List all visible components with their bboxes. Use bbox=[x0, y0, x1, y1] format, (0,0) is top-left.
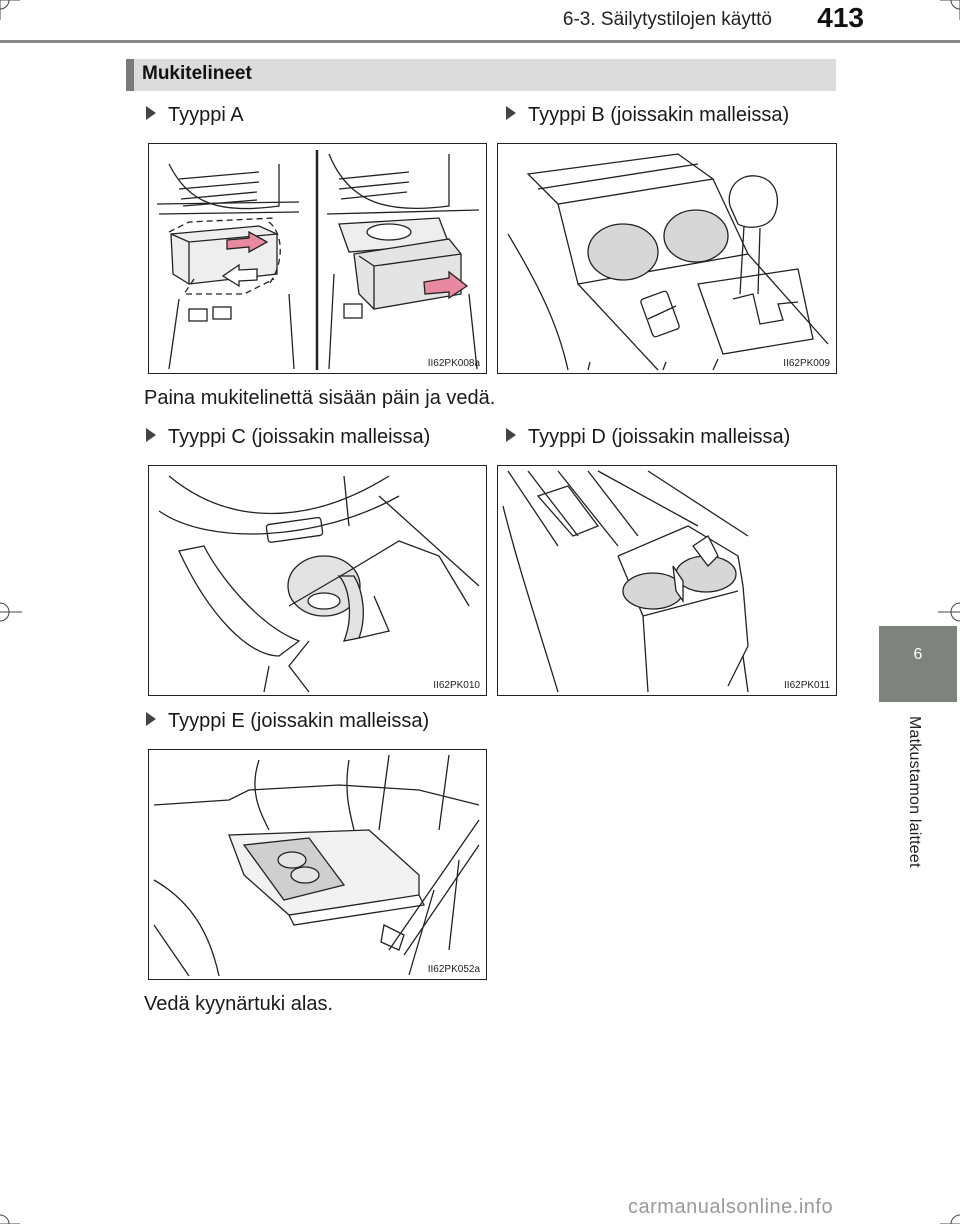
figure-code-b: II62PK009 bbox=[783, 358, 830, 369]
instruction-type-e: Vedä kyynärtuki alas. bbox=[144, 993, 333, 1015]
section-heading-bar: Mukitelineet bbox=[126, 59, 836, 91]
chapter-number: 6 bbox=[913, 646, 923, 663]
page-number: 413 bbox=[817, 2, 864, 33]
figure-code-e: II62PK052a bbox=[427, 964, 480, 975]
chapter-title: Matkustamon laitteet bbox=[906, 716, 923, 868]
type-a-label: Tyyppi A bbox=[146, 104, 244, 127]
type-e-label: Tyyppi E (joissakin malleissa) bbox=[146, 710, 429, 733]
crop-mark-bottom-right bbox=[940, 1214, 960, 1224]
figure-type-b: II62PK009 bbox=[497, 143, 837, 374]
figure-code-c: II62PK010 bbox=[433, 680, 480, 691]
figure-type-d: II62PK011 bbox=[497, 465, 837, 696]
header-section-title: 6-3. Säilytystilojen käyttö bbox=[562, 9, 772, 30]
figure-code-a: II62PK008a bbox=[427, 358, 480, 369]
bullet-triangle-icon bbox=[506, 106, 516, 120]
bullet-triangle-icon bbox=[146, 712, 156, 726]
crop-mark-mid-left bbox=[0, 602, 22, 622]
figure-type-c: II62PK010 bbox=[148, 465, 487, 696]
type-c-label: Tyyppi C (joissakin malleissa) bbox=[146, 426, 430, 449]
crop-mark-mid-right bbox=[938, 602, 960, 622]
figure-code-d: II62PK011 bbox=[784, 680, 830, 691]
chapter-tab: 6 bbox=[879, 626, 957, 702]
bullet-triangle-icon bbox=[146, 428, 156, 442]
instruction-type-a: Paina mukitelinettä sisään päin ja vedä. bbox=[144, 387, 496, 409]
header-rule bbox=[0, 40, 960, 43]
type-d-label: Tyyppi D (joissakin malleissa) bbox=[506, 426, 790, 449]
crop-mark-top-left bbox=[0, 0, 20, 20]
crop-mark-bottom-left bbox=[0, 1214, 20, 1224]
type-b-label: Tyyppi B (joissakin malleissa) bbox=[506, 104, 789, 127]
crop-mark-top-right bbox=[940, 0, 960, 20]
figure-type-a: II62PK008a bbox=[148, 143, 487, 374]
bullet-triangle-icon bbox=[146, 106, 156, 120]
figure-type-e: II62PK052a bbox=[148, 749, 487, 980]
watermark: carmanualsonline.info bbox=[628, 1196, 834, 1218]
section-heading: Mukitelineet bbox=[142, 63, 252, 84]
section-heading-accent bbox=[126, 59, 134, 91]
bullet-triangle-icon bbox=[506, 428, 516, 442]
